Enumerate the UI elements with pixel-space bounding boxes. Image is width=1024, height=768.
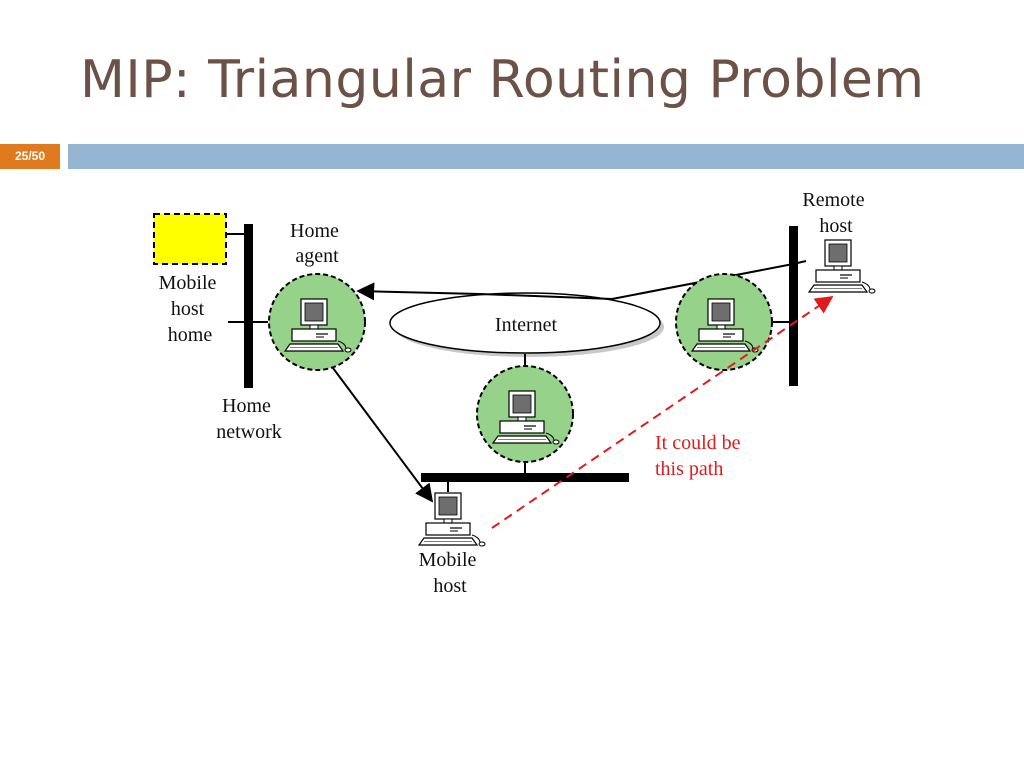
- slide-title: MIP: Triangular Routing Problem: [80, 50, 925, 110]
- mobile-host-home-label-line3: home: [168, 324, 213, 346]
- mobile-host-computer-icon: [418, 492, 486, 547]
- remote-host-computer-icon: [808, 239, 876, 294]
- remote-network-bus: [789, 226, 798, 386]
- home-network-bus: [244, 224, 253, 388]
- mobile-host-label: Mobile host: [419, 549, 482, 597]
- slide-number: 25/50: [0, 144, 60, 169]
- internet-label: Internet: [495, 314, 558, 336]
- alternative-path-label: It could be this path: [655, 432, 746, 480]
- remote-host-link: [792, 260, 807, 265]
- header-bar: [68, 144, 1024, 169]
- home-network-label-line2: network: [216, 421, 282, 443]
- remote-host-label: Remote host: [802, 189, 869, 237]
- remote-host-label-line1: Remote: [802, 189, 864, 211]
- mobile-host-home-label-line1: Mobile: [159, 272, 217, 294]
- home-agent-label: Home agent: [290, 220, 344, 267]
- alternative-path-label-line1: It could be: [655, 432, 741, 454]
- remote-host-label-line2: host: [819, 215, 853, 237]
- mobile-host-label-line2: host: [433, 575, 467, 597]
- home-agent-label-line2: agent: [295, 245, 339, 267]
- home-network-label: Home network: [216, 395, 282, 443]
- mobile-host-home-box: [153, 213, 227, 265]
- visited-network-bus: [421, 473, 629, 482]
- mobile-host-home-label: Mobile host home: [159, 272, 222, 346]
- home-agent-to-mobile-arrow: [329, 363, 434, 503]
- internet-cloud: [389, 292, 661, 354]
- home-agent-label-line1: Home: [290, 220, 339, 242]
- mobile-host-home-label-line2: host: [171, 298, 205, 320]
- home-network-label-line1: Home: [222, 395, 271, 417]
- alternative-path-label-line2: this path: [655, 458, 723, 480]
- mobile-host-label-line1: Mobile: [419, 549, 477, 571]
- alternative-path-arrow: [491, 295, 834, 529]
